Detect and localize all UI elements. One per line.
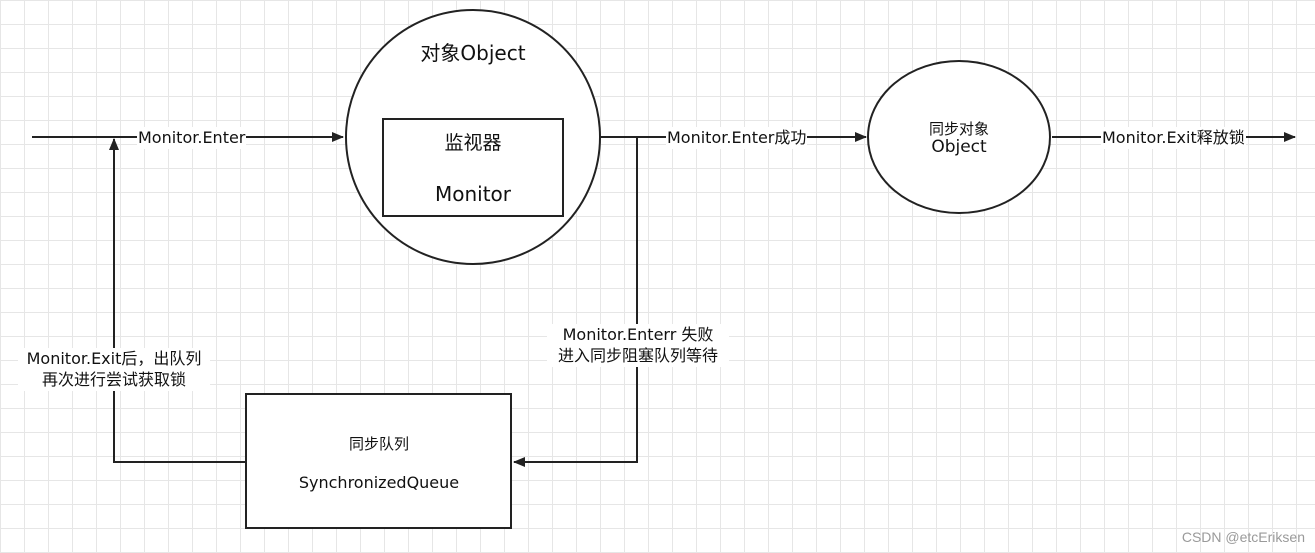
sync-queue-box [245, 393, 512, 529]
edge-label-retry-line2: 再次进行尝试获取锁 [18, 369, 210, 391]
edge-label-retry-line1: Monitor.Exit后，出队列 [18, 348, 210, 370]
edge-label-enter: Monitor.Enter [137, 127, 247, 149]
object-circle-title: 对象Object [420, 41, 526, 65]
sync-object-ellipse [867, 60, 1051, 214]
sync-object-label-en: Object [931, 137, 987, 157]
monitor-box-label-en: Monitor [434, 182, 512, 206]
sync-queue-label-cn: 同步队列 [348, 435, 409, 453]
edge-label-enter-fail-line1: Monitor.Enterr 失败 [547, 324, 729, 346]
edge-label-enter-fail-line2: 进入同步阻塞队列等待 [547, 345, 729, 367]
edge-label-enter-success: Monitor.Enter成功 [666, 127, 808, 149]
monitor-box [382, 118, 564, 217]
monitor-box-label-cn: 监视器 [444, 132, 502, 154]
sync-object-label-cn: 同步对象 [928, 120, 989, 138]
edge-enter-fail [513, 137, 638, 467]
sync-queue-label-en: SynchronizedQueue [298, 473, 460, 492]
watermark: CSDN @etcEriksen [1181, 529, 1305, 545]
edge-label-exit-release: Monitor.Exit释放锁 [1101, 127, 1246, 149]
edge-retry [109, 138, 246, 463]
